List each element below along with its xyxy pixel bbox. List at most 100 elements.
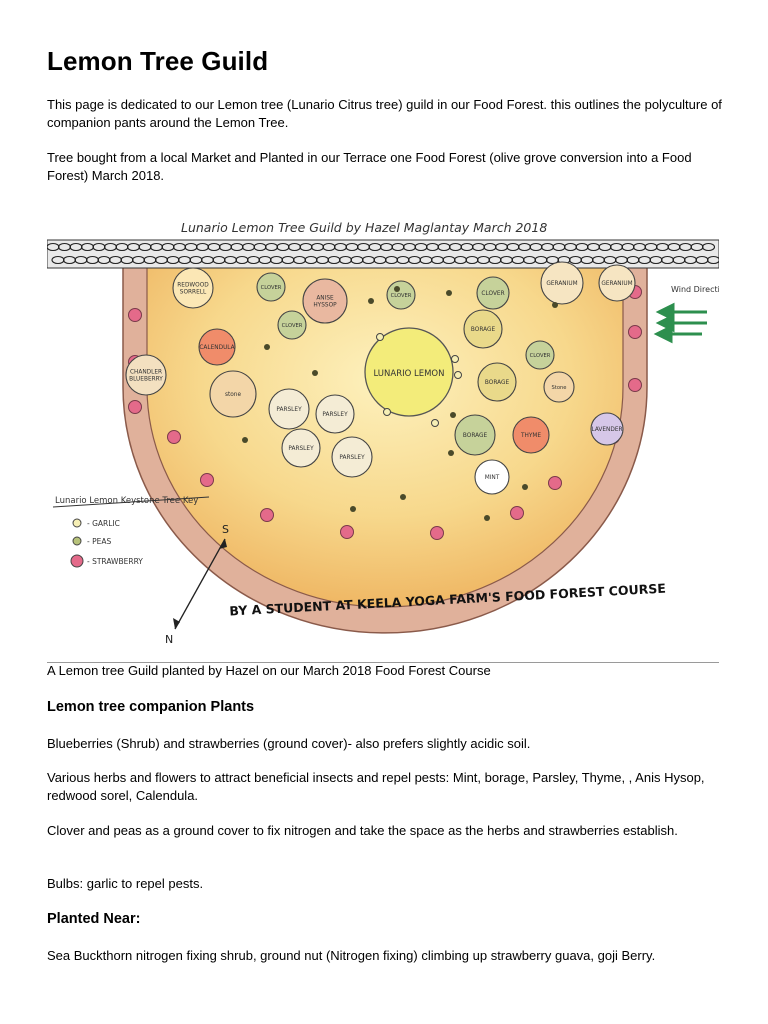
strawberry-marker [128, 308, 142, 322]
compass-arrowhead-n [173, 618, 180, 629]
intro-paragraph-1: This page is dedicated to our Lemon tree… [47, 97, 722, 130]
strawberry-marker [167, 430, 181, 444]
plant-circle-clover2 [386, 280, 416, 310]
plant-label-redwood: SORRELL [180, 290, 207, 296]
key-title: Lunario Lemon Keystone Tree Key [55, 496, 198, 506]
plant-circle-borage1 [463, 309, 503, 349]
peas-marker [264, 344, 270, 350]
compass-s: S [222, 523, 229, 536]
plant-label-clover3: CLOVER [481, 291, 504, 297]
plant-circle-stone2 [543, 371, 575, 403]
garlic-marker [451, 355, 459, 363]
intro-paragraph-2: Tree bought from a local Market and Plan… [47, 150, 692, 183]
peas-garlic-markers [242, 286, 558, 521]
peas-marker [552, 302, 558, 308]
garlic-marker [431, 419, 439, 427]
strawberry-marker [340, 525, 354, 539]
plant-circle-geranium2 [598, 264, 636, 302]
paragraph-herbs: Various herbs and flowers to attract ben… [47, 770, 705, 803]
plant-circle-anise [302, 278, 348, 324]
pebble [701, 242, 716, 252]
plant-circle-clover4 [277, 310, 307, 340]
plant-label-stone1: stone [225, 392, 242, 398]
peas-key-icon [72, 536, 82, 546]
plant-circle-borage3 [454, 414, 496, 456]
key-underline [52, 496, 210, 508]
plant-circle-clover1 [256, 272, 286, 302]
wind-label: Wind Direction [671, 285, 719, 294]
garlic-marker [454, 371, 462, 379]
stone-wall-pebbles [47, 242, 719, 265]
strawberry-marker [430, 526, 444, 540]
peas-marker [448, 450, 454, 456]
plant-label-redwood: REDWOOD [177, 283, 209, 289]
strawberry-marker [200, 473, 214, 487]
plant-circle-geranium1 [540, 261, 584, 305]
plant-label-parsley2: PARSLEY [322, 412, 348, 418]
plant-label-anise: HYSSOP [313, 303, 337, 309]
garlic-marker [383, 408, 391, 416]
plant-label-parsley4: PARSLEY [339, 455, 365, 461]
paragraph-clover: Clover and peas as a ground cover to fix… [47, 823, 678, 838]
plant-circle-mint [474, 459, 510, 495]
peas-marker [446, 290, 452, 296]
peas-marker [242, 437, 248, 443]
compass-arrow [174, 538, 226, 630]
garlic-key-icon [72, 518, 82, 528]
compass-n: N [165, 633, 173, 646]
figure-divider [47, 662, 719, 663]
paragraph-blueberries: Blueberries (Shrub) and strawberries (gr… [47, 736, 531, 751]
lemon-tree-label: LUNARIO LEMON [373, 369, 444, 379]
strawberry-marker [628, 378, 642, 392]
plant-circle-parsley2 [315, 394, 355, 434]
peas-marker [368, 298, 374, 304]
page-title: Lemon Tree Guild [47, 46, 269, 76]
peas-marker [400, 494, 406, 500]
plant-label-clover4: CLOVER [282, 323, 303, 329]
plant-circle-calendula [198, 328, 236, 366]
plant-label-anise: ANISE [316, 296, 334, 302]
plant-label-clover2: CLOVER [391, 293, 412, 299]
plant-label-stone2: Stone [552, 385, 567, 391]
strawberry-marker [548, 476, 562, 490]
plant-label-lavender: LAVENDER [591, 427, 622, 433]
plant-label-geranium1: GERANIUM [546, 281, 577, 287]
plant-label-clover5: CLOVER [530, 353, 551, 359]
key-peas: - PEAS [87, 537, 111, 546]
plant-label-blueberry: BLUEBERRY [129, 377, 163, 383]
plant-circle-parsley1 [268, 388, 310, 430]
plant-label-parsley3: PARSLEY [288, 446, 314, 452]
strawberry-marker [510, 506, 524, 520]
figure-caption: A Lemon tree Guild planted by Hazel on o… [47, 663, 491, 678]
plant-circle-parsley3 [281, 428, 321, 468]
plant-label-borage1: BORAGE [471, 327, 496, 333]
plant-label-geranium2: GERANIUM [601, 281, 632, 287]
peas-marker [394, 286, 400, 292]
peas-marker [522, 484, 528, 490]
lemon-tree-circle [364, 327, 454, 417]
section-heading-planted-near: Planted Near: [47, 911, 141, 927]
section-heading-companion: Lemon tree companion Plants [47, 699, 255, 715]
pebble [706, 255, 719, 265]
plant-circle-redwood [172, 267, 214, 309]
garlic-marker [376, 333, 384, 341]
wind-arrows [653, 302, 707, 344]
plant-label-mint: MINT [485, 475, 500, 481]
peas-marker [312, 370, 318, 376]
plant-circle-clover5 [525, 340, 555, 370]
guild-drawing: Lunario Lemon Tree Guild by Hazel Maglan… [47, 220, 719, 646]
plant-circle-lavender [590, 412, 624, 446]
plant-circle-clover3 [476, 276, 510, 310]
plant-circle-blueberry [125, 354, 167, 396]
paragraph-planted-near: Sea Buckthorn nitrogen fixing shrub, gro… [47, 948, 656, 963]
plant-label-parsley1: PARSLEY [276, 407, 302, 413]
strawberry-marker [128, 400, 142, 414]
plant-label-borage2: BORAGE [485, 380, 510, 386]
peas-marker [450, 412, 456, 418]
strawberry-key-icon [70, 554, 84, 568]
plant-circle-thyme [512, 416, 550, 454]
peas-marker [350, 506, 356, 512]
strawberry-marker [260, 508, 274, 522]
key-garlic: - GARLIC [87, 519, 120, 528]
